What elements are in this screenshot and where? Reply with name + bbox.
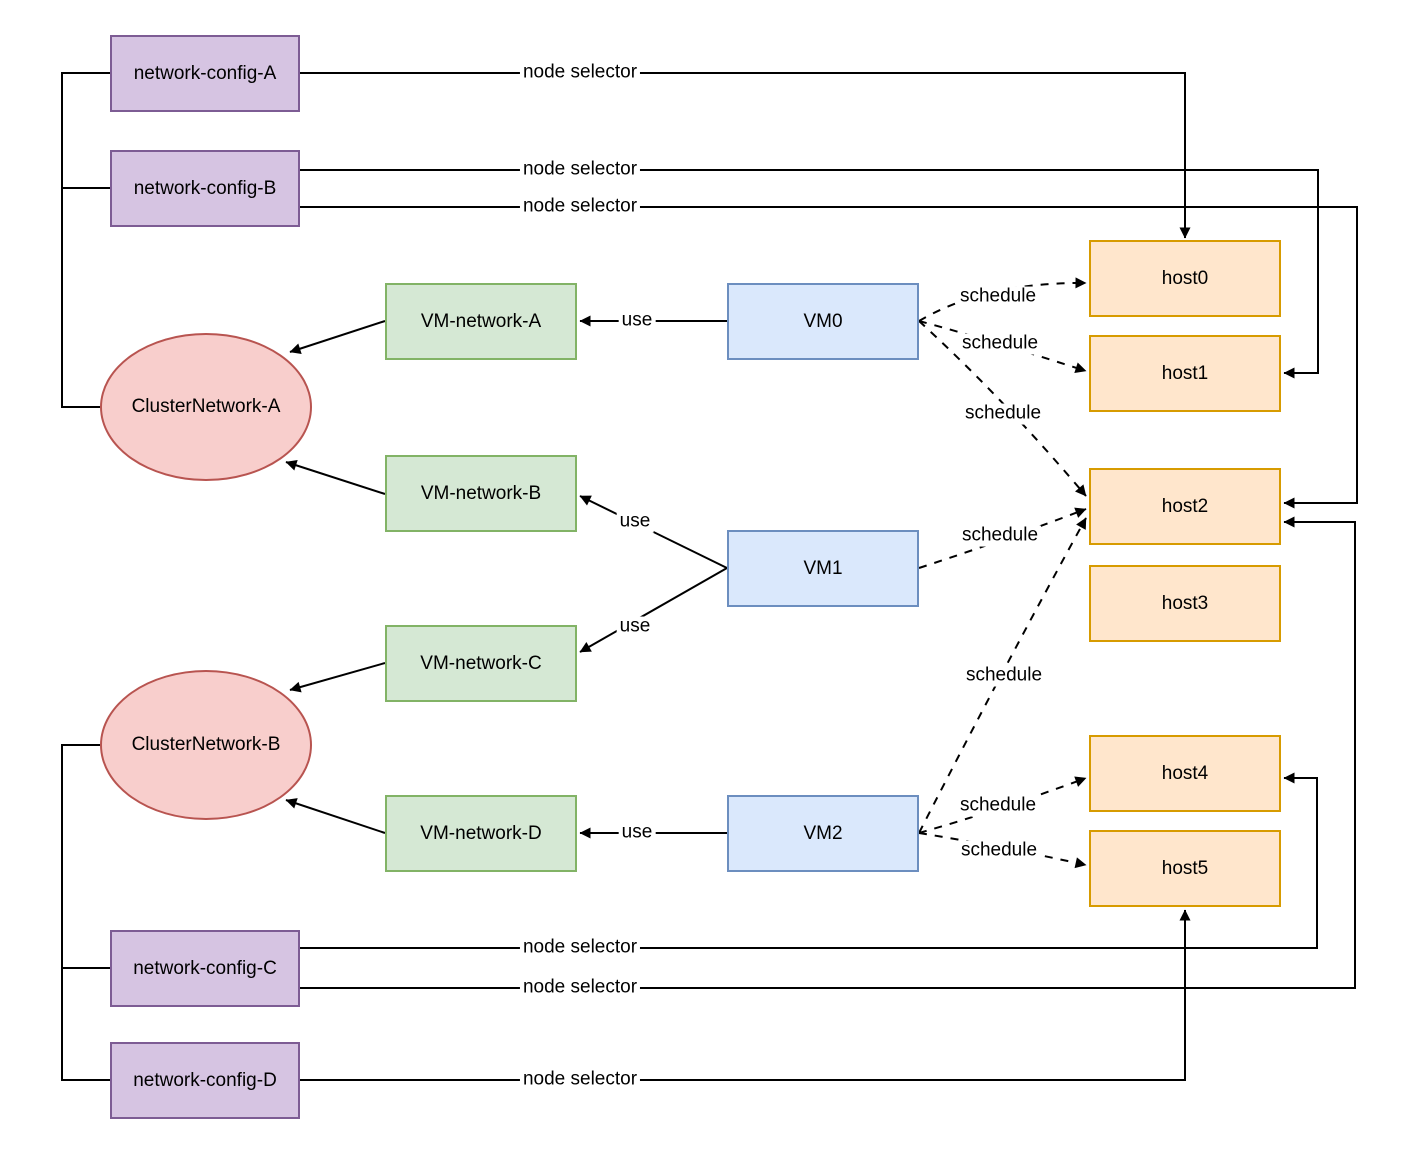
- node-label: host4: [1161, 762, 1209, 784]
- edge-label-nodesel-ncC-2: node selector: [519, 977, 641, 999]
- node-label: network-config-D: [133, 1069, 277, 1091]
- edge-label-nodesel-ncC-1: node selector: [519, 937, 641, 959]
- node-label: host5: [1161, 857, 1209, 879]
- node-label: host1: [1161, 362, 1209, 384]
- node-label: network-config-B: [133, 177, 277, 199]
- edge-vmnetC-clusterB: [289, 662, 386, 693]
- edge-label-nodesel-ncD: node selector: [519, 1069, 641, 1091]
- edge-ncB-host1: [300, 169, 1319, 379]
- node-label: VM-network-C: [420, 652, 542, 674]
- edge-label-schedule-vm2-host5: schedule: [957, 840, 1041, 862]
- edge-vm1-host2: [918, 507, 1087, 569]
- node-vm0: VM0: [727, 283, 919, 360]
- node-host3: host3: [1089, 565, 1281, 642]
- edge-vm1-vmnetB: [579, 495, 728, 569]
- node-network-config-a: network-config-A: [110, 35, 300, 112]
- edge-ncC-host2: [300, 516, 1356, 989]
- node-cluster-network-b: ClusterNetwork-B: [100, 670, 312, 820]
- node-label: network-config-C: [133, 957, 277, 979]
- edge-ncA-host0: [300, 72, 1191, 239]
- node-label: VM-network-A: [420, 310, 542, 332]
- edge-label-schedule-vm0-host2: schedule: [961, 403, 1045, 425]
- node-network-config-b: network-config-B: [110, 150, 300, 227]
- edge-label-nodesel-ncB-2: node selector: [519, 196, 641, 218]
- node-label: ClusterNetwork-B: [131, 734, 281, 755]
- node-label: VM0: [803, 310, 843, 332]
- node-label: host2: [1161, 495, 1209, 517]
- edge-label-nodesel-ncA: node selector: [519, 62, 641, 84]
- edge-label-schedule-vm2-host2: schedule: [962, 665, 1046, 687]
- edge-vmnetA-clusterA: [289, 320, 386, 354]
- node-network-config-d: network-config-D: [110, 1042, 300, 1119]
- node-host0: host0: [1089, 240, 1281, 317]
- edge-label-use-vm2: use: [618, 822, 656, 844]
- edge-label-use-vm1-b: use: [616, 511, 654, 533]
- node-label: VM1: [803, 557, 843, 579]
- node-host5: host5: [1089, 830, 1281, 907]
- edge-label-schedule-vm1-host2: schedule: [958, 525, 1042, 547]
- node-label: VM-network-B: [420, 482, 542, 504]
- edge-ncD-host5: [300, 909, 1191, 1081]
- node-label: ClusterNetwork-A: [131, 396, 281, 417]
- edge-label-use-vm1-c: use: [616, 616, 654, 638]
- node-cluster-network-a: ClusterNetwork-A: [100, 333, 312, 481]
- node-host2: host2: [1089, 468, 1281, 545]
- node-network-config-c: network-config-C: [110, 930, 300, 1007]
- edge-ncB-host2: [300, 206, 1358, 509]
- edge-vmnetB-clusterA: [285, 459, 386, 495]
- node-vm-network-c: VM-network-C: [385, 625, 577, 702]
- edge-label-nodesel-ncB-1: node selector: [519, 159, 641, 181]
- edge-vmnetD-clusterB: [285, 798, 386, 834]
- node-vm2: VM2: [727, 795, 919, 872]
- edge-ncC-host4: [300, 772, 1318, 949]
- edge-ncA-clusterA: [61, 72, 110, 408]
- node-vm-network-a: VM-network-A: [385, 283, 577, 360]
- node-label: VM2: [803, 822, 843, 844]
- edge-label-schedule-vm0-host0: schedule: [956, 286, 1040, 308]
- node-vm1: VM1: [727, 530, 919, 607]
- node-label: host3: [1161, 592, 1209, 614]
- node-label: host0: [1161, 267, 1209, 289]
- node-vm-network-d: VM-network-D: [385, 795, 577, 872]
- node-label: network-config-A: [133, 62, 277, 84]
- edge-ncC-clusterB: [61, 744, 110, 1081]
- node-host4: host4: [1089, 735, 1281, 812]
- node-vm-network-b: VM-network-B: [385, 455, 577, 532]
- edge-label-use-vm0: use: [618, 310, 656, 332]
- node-label: VM-network-D: [420, 822, 542, 844]
- edge-vm1-vmnetC: [579, 567, 728, 653]
- node-host1: host1: [1089, 335, 1281, 412]
- edge-label-schedule-vm0-host1: schedule: [958, 333, 1042, 355]
- edge-label-schedule-vm2-host4: schedule: [956, 795, 1040, 817]
